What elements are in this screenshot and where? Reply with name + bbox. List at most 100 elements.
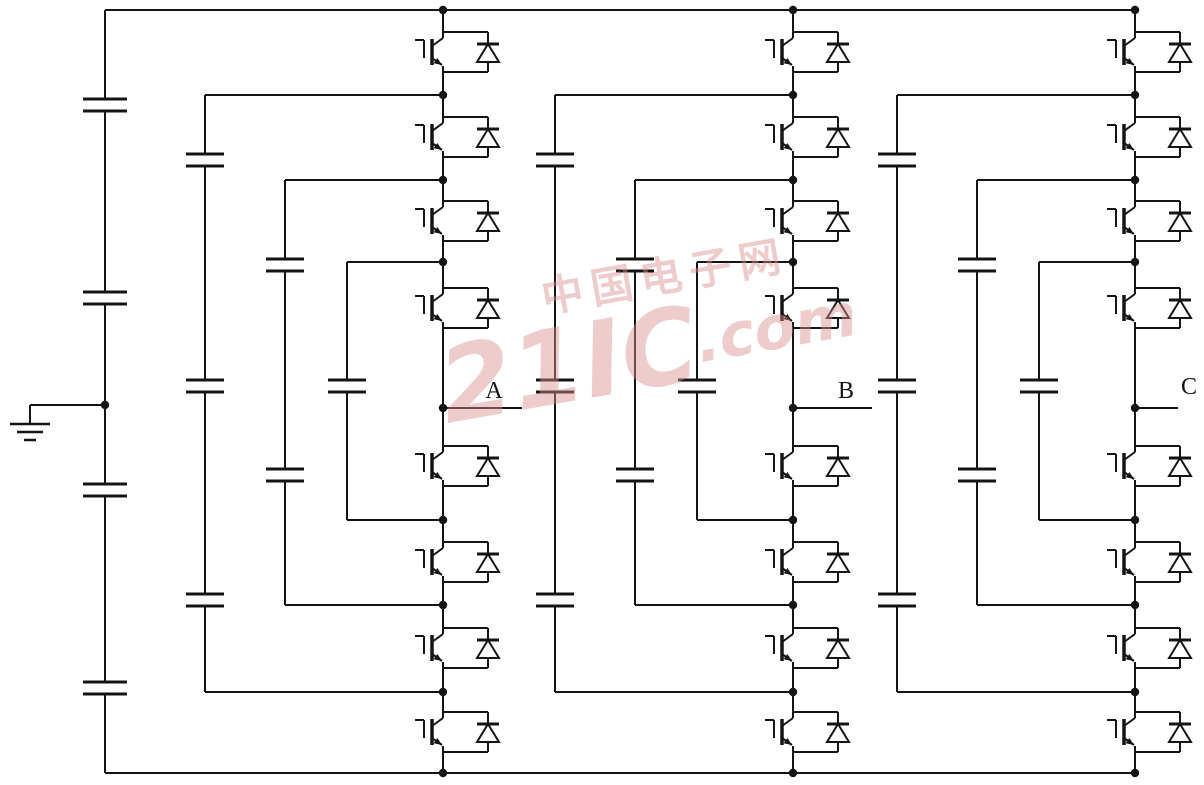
capacitor-icon: [186, 152, 224, 168]
igbt-icon: [415, 206, 444, 235]
wire: [781, 451, 794, 461]
igbt-icon: [415, 547, 444, 576]
capacitor-icon: [83, 482, 127, 498]
wire: [781, 293, 794, 303]
igbt-icon: [1107, 451, 1136, 480]
emitter-arrow-icon: [783, 738, 792, 745]
junction-dot: [438, 768, 448, 778]
emitter-arrow-icon: [783, 227, 792, 234]
diode-icon: [1167, 117, 1193, 157]
emitter-arrow-icon: [1125, 472, 1134, 479]
diode-triangle: [475, 211, 501, 232]
diode-icon: [825, 446, 851, 486]
diode-triangle: [825, 456, 851, 477]
emitter-arrow-icon: [433, 227, 442, 234]
diode-triangle: [475, 638, 501, 659]
diode-triangle: [475, 722, 501, 743]
capacitor-icon: [1020, 378, 1058, 394]
diode-icon: [825, 712, 851, 752]
igbt-icon: [1107, 37, 1136, 66]
capacitor-icon: [536, 152, 574, 168]
diode-icon: [1167, 32, 1193, 72]
diode-icon: [475, 542, 501, 582]
wire: [781, 37, 794, 47]
wire: [1123, 206, 1136, 216]
igbt-icon: [415, 37, 444, 66]
capacitor-icon: [266, 467, 304, 483]
phase-label: C: [1181, 374, 1197, 400]
diode-triangle: [475, 42, 501, 63]
emitter-arrow-icon: [433, 472, 442, 479]
emitter-arrow-icon: [1125, 738, 1134, 745]
igbt-icon: [765, 547, 794, 576]
emitter-arrow-icon: [433, 314, 442, 321]
igbt-icon: [765, 451, 794, 480]
igbt-icon: [765, 206, 794, 235]
igbt-icon: [415, 122, 444, 151]
capacitor-icon: [616, 467, 654, 483]
wire: [781, 717, 794, 727]
igbt-icon: [765, 633, 794, 662]
diode-icon: [1167, 542, 1193, 582]
igbt-icon: [765, 717, 794, 746]
diode-triangle: [825, 638, 851, 659]
capacitor-icon: [616, 257, 654, 273]
phase-leg-c: C: [878, 5, 1197, 778]
diode-icon: [1167, 288, 1193, 328]
igbt-icon: [415, 451, 444, 480]
phase-label: A: [485, 378, 503, 404]
diode-triangle: [825, 127, 851, 148]
emitter-arrow-icon: [433, 143, 442, 150]
wire: [431, 717, 444, 727]
wire: [1123, 37, 1136, 47]
dc-link: [10, 10, 127, 773]
wire: [1123, 122, 1136, 132]
diode-icon: [475, 117, 501, 157]
igbt-icon: [415, 633, 444, 662]
wire: [431, 122, 444, 132]
capacitor-icon: [878, 152, 916, 168]
igbt-icon: [765, 122, 794, 151]
junction-dot: [788, 768, 798, 778]
wire: [431, 206, 444, 216]
capacitor-icon: [266, 257, 304, 273]
diode-icon: [475, 628, 501, 668]
capacitor-icon: [958, 257, 996, 273]
wire: [1123, 547, 1136, 557]
diode-triangle: [1167, 298, 1193, 319]
emitter-arrow-icon: [783, 472, 792, 479]
diode-icon: [475, 288, 501, 328]
diode-triangle: [475, 298, 501, 319]
diode-icon: [825, 288, 851, 328]
emitter-arrow-icon: [1125, 58, 1134, 65]
wire: [781, 122, 794, 132]
emitter-arrow-icon: [1125, 143, 1134, 150]
capacitor-icon: [83, 97, 127, 113]
diode-triangle: [1167, 456, 1193, 477]
diode-icon: [1167, 628, 1193, 668]
diode-triangle: [825, 722, 851, 743]
diode-icon: [475, 201, 501, 241]
igbt-icon: [1107, 547, 1136, 576]
diode-icon: [1167, 201, 1193, 241]
igbt-icon: [765, 293, 794, 322]
diode-triangle: [1167, 638, 1193, 659]
emitter-arrow-icon: [1125, 227, 1134, 234]
diode-icon: [825, 32, 851, 72]
capacitor-icon: [678, 378, 716, 394]
junction-dot: [1130, 5, 1140, 15]
capacitor-icon: [536, 592, 574, 608]
wire: [431, 37, 444, 47]
phase-leg-a: A: [186, 5, 522, 778]
diode-triangle: [475, 456, 501, 477]
diode-icon: [825, 201, 851, 241]
diode-icon: [1167, 712, 1193, 752]
junction-dot: [788, 5, 798, 15]
diode-icon: [825, 542, 851, 582]
igbt-icon: [1107, 633, 1136, 662]
diode-triangle: [1167, 211, 1193, 232]
capacitor-icon: [186, 378, 224, 394]
igbt-icon: [415, 293, 444, 322]
wire: [431, 547, 444, 557]
wire: [431, 293, 444, 303]
